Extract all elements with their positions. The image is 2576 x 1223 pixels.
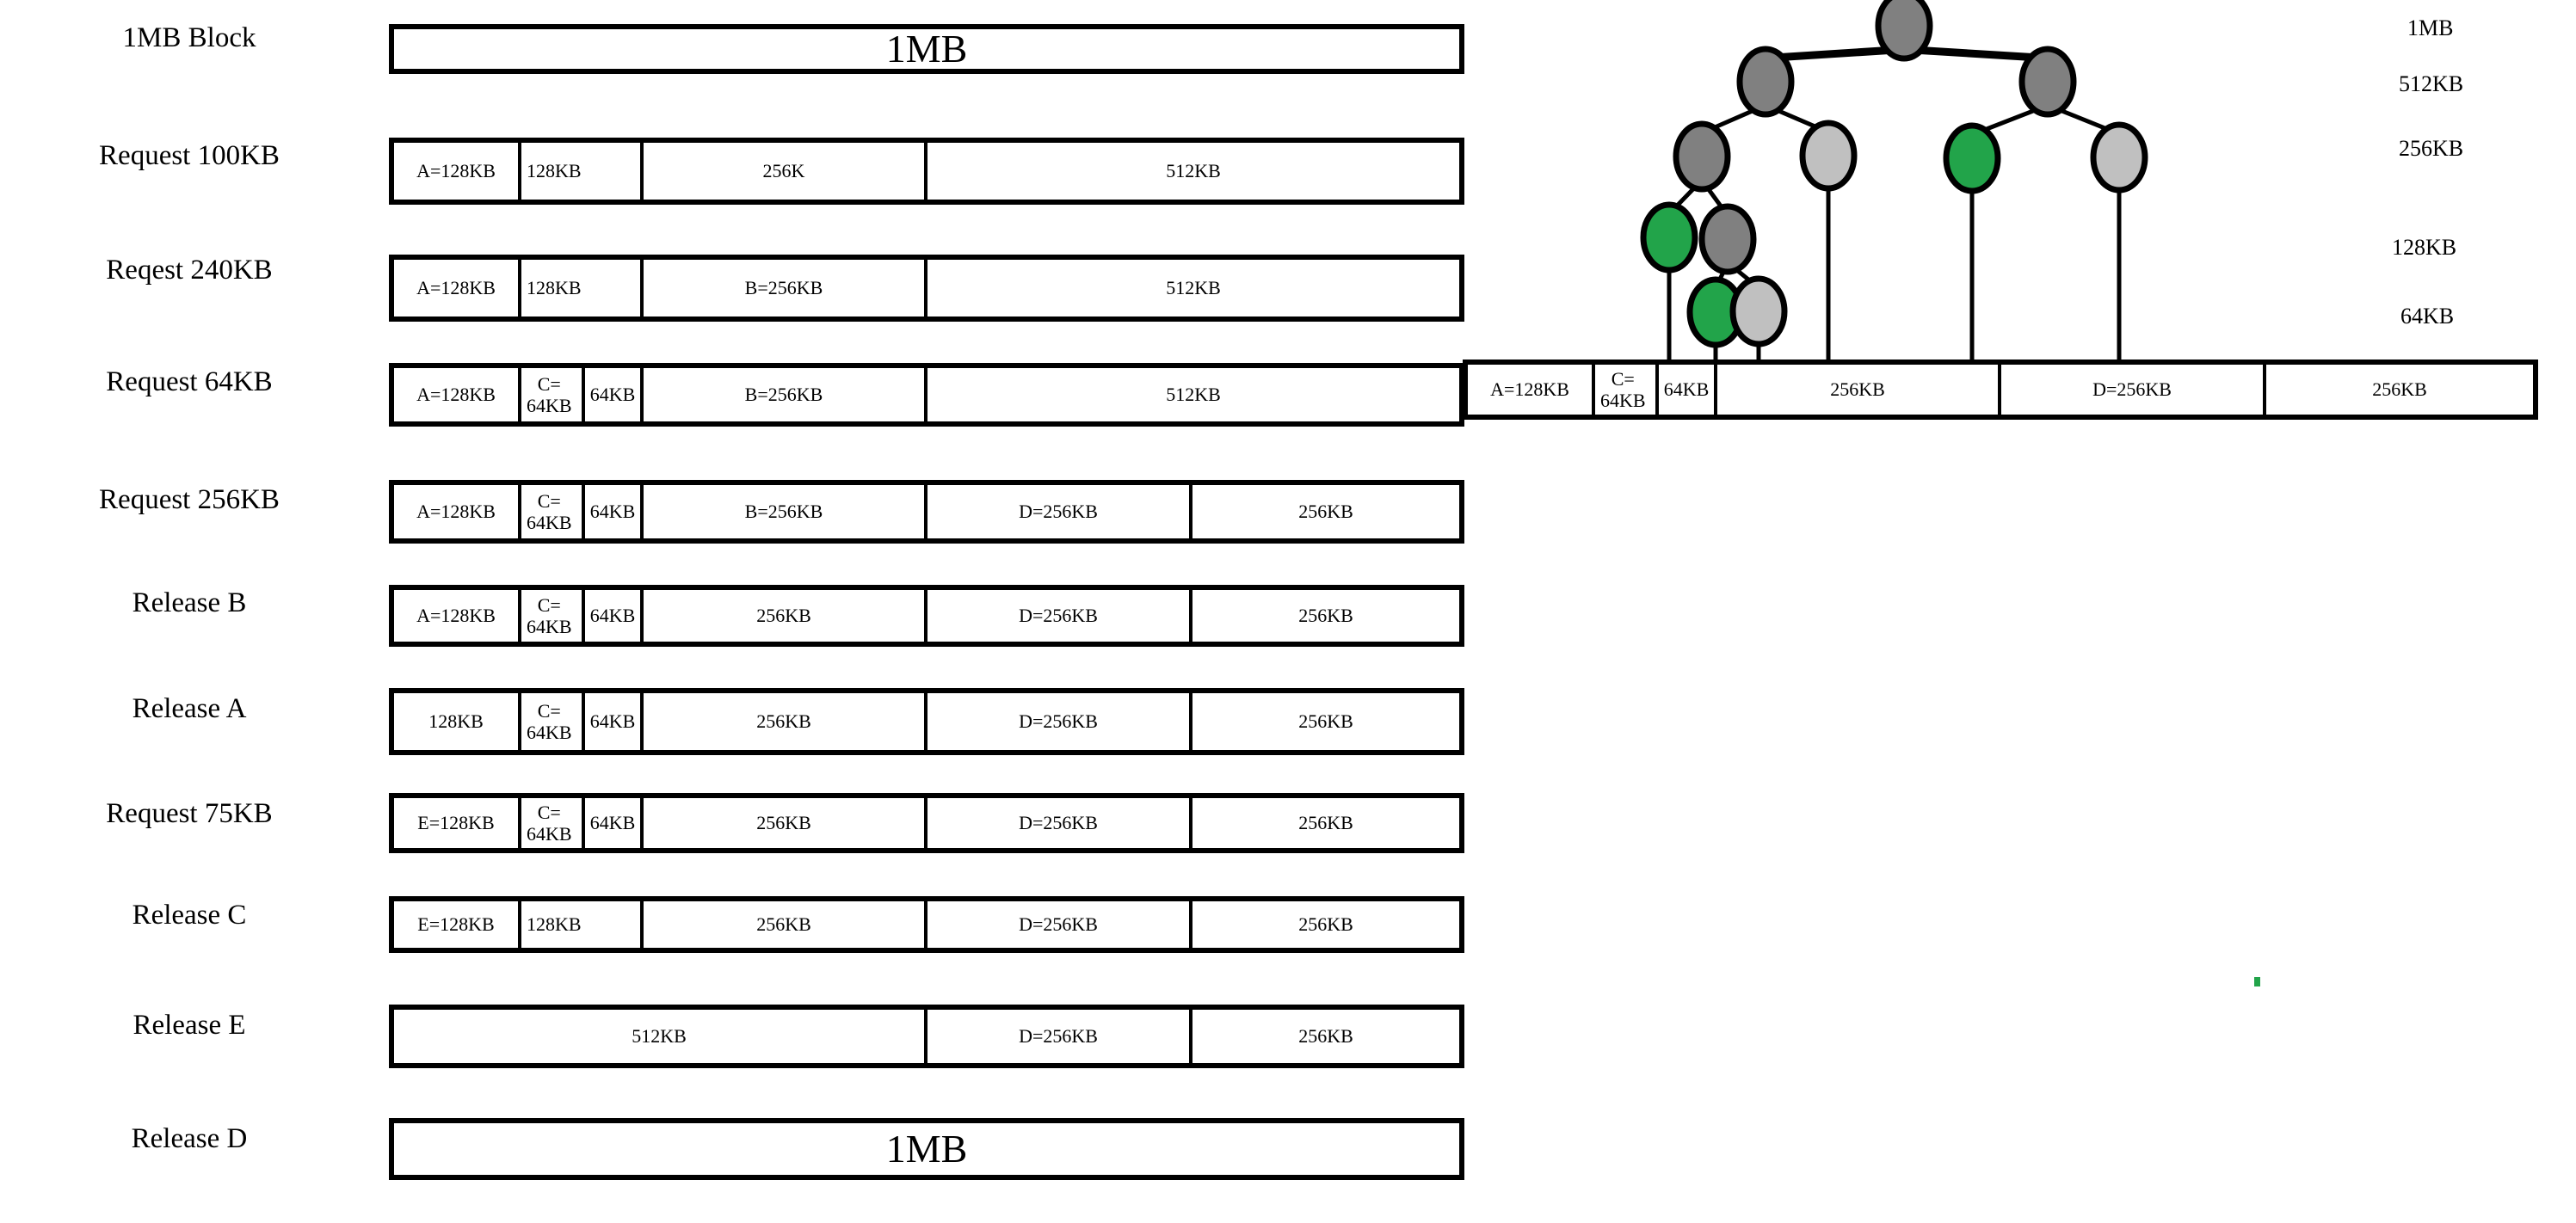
memory-bar-row-3-segment-3: B=256KB <box>644 368 927 421</box>
memory-bar-row-2-segment-2: B=256KB <box>644 260 927 317</box>
stray-green-dot-icon <box>2254 977 2260 986</box>
memory-bar-row-5-segment-5: 256KB <box>1298 605 1353 627</box>
tree-level-label-3: 128KB <box>2392 235 2457 260</box>
step-label-7: Request 75KB <box>106 798 273 829</box>
memory-bar-row-2-segment-1: 128KB <box>521 260 644 317</box>
tree-node-RR[interactable] <box>2090 121 2148 194</box>
tree-bottom-bar-segment-4: D=256KB <box>2001 365 2266 415</box>
memory-bar-row-4-segment-5: 256KB <box>1298 501 1353 523</box>
memory-bar-row-9-segment-1: D=256KB <box>927 1010 1192 1063</box>
memory-bar-row-10-segment-0: 1MB <box>885 1126 968 1171</box>
step-label-9: Release E <box>132 1010 246 1041</box>
tree-node-LL[interactable] <box>1673 120 1731 193</box>
tree-level-label-2: 256KB <box>2399 136 2464 161</box>
memory-bar-row-9-segment-2: 256KB <box>1298 1025 1353 1048</box>
tree-node-root[interactable] <box>1875 0 1933 62</box>
memory-bar-row-8-segment-3: D=256KB <box>927 901 1192 948</box>
memory-bar-row-8-segment-2: 256KB <box>644 901 927 948</box>
memory-bar-row-1-segment-1: 128KB <box>521 143 644 200</box>
memory-bar-row-5-segment-2: 64KB <box>585 590 644 642</box>
memory-bar-row-4-segment-4: D=256KB <box>927 485 1192 538</box>
memory-bar-row-9-segment-0: 512KB <box>394 1010 927 1063</box>
tree-edge-root-L <box>1765 45 1905 63</box>
step-label-2: Reqest 240KB <box>106 255 273 286</box>
memory-bar-row-7-segment-1: C= 64KB <box>521 798 585 848</box>
step-label-5: Release B <box>132 587 247 618</box>
memory-bar-row-5-segment-1: C= 64KB <box>521 590 585 642</box>
memory-bar-row-6-segment-5: 256KB <box>1298 710 1353 733</box>
memory-bar-row-7-segment-3: 256KB <box>644 798 927 848</box>
memory-bar-row-6-segment-0: 128KB <box>394 693 521 750</box>
memory-bar-row-3-segment-4: 512KB <box>1166 384 1221 406</box>
buddy-tree-svg <box>1640 0 2148 360</box>
step-label-8: Release C <box>132 900 247 931</box>
tree-bottom-bar-segment-1: C= 64KB <box>1595 365 1659 415</box>
tree-edge-root-R <box>1903 45 2049 63</box>
step-label-10: Release D <box>131 1123 248 1154</box>
memory-bar-row-6-segment-3: 256KB <box>644 693 927 750</box>
memory-bar-row-4-segment-0: A=128KB <box>394 485 521 538</box>
step-label-6: Release A <box>132 693 247 724</box>
memory-bar-row-8-segment-1: 128KB <box>521 901 644 948</box>
memory-bar-row-3-segment-2: 64KB <box>585 368 644 421</box>
tree-node-L[interactable] <box>1736 46 1795 118</box>
memory-bar-row-8-segment-0: E=128KB <box>394 901 521 948</box>
memory-bar-row-10: 1MB <box>389 1118 1464 1180</box>
tree-node-RL[interactable] <box>1943 122 2001 194</box>
tree-bottom-bar-segment-3: 256KB <box>1717 365 2001 415</box>
memory-bar-row-4-segment-2: 64KB <box>585 485 644 538</box>
memory-bar-row-7-segment-4: D=256KB <box>927 798 1192 848</box>
tree-node-LR[interactable] <box>1799 120 1858 192</box>
step-label-1: Request 100KB <box>99 140 280 171</box>
memory-bar-row-0: 1MB <box>389 24 1464 74</box>
memory-bar-row-2-segment-0: A=128KB <box>394 260 521 317</box>
memory-bar-row-8-segment-4: 256KB <box>1298 913 1353 936</box>
memory-bar-row-7-segment-0: E=128KB <box>394 798 521 848</box>
tree-bottom-bar-segment-5: 256KB <box>2372 378 2427 401</box>
step-label-4: Request 256KB <box>99 484 280 515</box>
memory-bar-row-5-segment-0: A=128KB <box>394 590 521 642</box>
step-label-3: Request 64KB <box>106 366 273 397</box>
memory-bar-row-0-segment-0: 1MB <box>885 29 968 69</box>
memory-bar-row-1-segment-3: 512KB <box>1166 160 1221 182</box>
step-label-0: 1MB Block <box>122 22 256 53</box>
memory-bar-row-6-segment-1: C= 64KB <box>521 693 585 750</box>
memory-bar-row-1-segment-2: 256K <box>644 143 927 200</box>
tree-node-LLR[interactable] <box>1698 203 1757 275</box>
tree-level-label-1: 512KB <box>2399 71 2464 96</box>
tree-bottom-bar-segment-2: 64KB <box>1659 365 1717 415</box>
memory-bar-row-2-segment-3: 512KB <box>1166 277 1221 299</box>
memory-bar-row-7-segment-5: 256KB <box>1298 812 1353 834</box>
memory-bar-row-4-segment-3: B=256KB <box>644 485 927 538</box>
memory-bar-row-7-segment-2: 64KB <box>585 798 644 848</box>
memory-bar-row-5-segment-4: D=256KB <box>927 590 1192 642</box>
memory-bar-row-3-segment-1: C= 64KB <box>521 368 585 421</box>
tree-node-LLL[interactable] <box>1640 201 1698 273</box>
tree-node-R[interactable] <box>2018 46 2077 118</box>
memory-bar-row-3-segment-0: A=128KB <box>394 368 521 421</box>
memory-bar-row-6-segment-2: 64KB <box>585 693 644 750</box>
memory-bar-row-1-segment-0: A=128KB <box>394 143 521 200</box>
tree-level-label-4: 64KB <box>2400 304 2455 329</box>
tree-level-label-0: 1MB <box>2407 15 2454 40</box>
tree-bottom-bar-segment-0: A=128KB <box>1468 365 1595 415</box>
memory-bar-row-6-segment-4: D=256KB <box>927 693 1192 750</box>
memory-bar-row-4-segment-1: C= 64KB <box>521 485 585 538</box>
tree-node-LLRR[interactable] <box>1729 275 1788 347</box>
memory-bar-row-5-segment-3: 256KB <box>644 590 927 642</box>
